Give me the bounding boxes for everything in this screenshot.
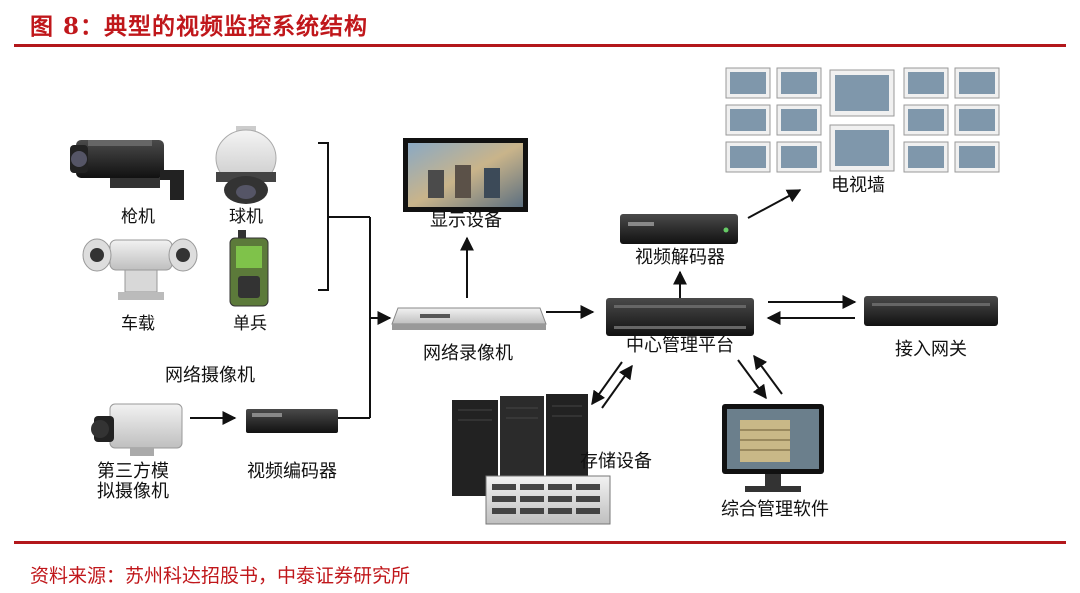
source-note: 资料来源：苏州科达招股书，中泰证券研究所 <box>30 565 411 587</box>
central-platform-icon <box>606 298 754 336</box>
platform-to-software-arrow <box>737 359 767 400</box>
display-device-icon <box>403 138 528 212</box>
decoder-to-tvwall-arrow <box>747 189 802 219</box>
storage-icon <box>452 394 611 525</box>
figure-title: 图 8：典型的视频监控系统结构 <box>30 13 369 40</box>
top-divider <box>14 44 1066 47</box>
storage-to-platform-arrow <box>601 364 633 409</box>
storage-label: 存储设备 <box>580 451 652 472</box>
access-gateway-label: 接入网关 <box>895 339 967 360</box>
bottom-divider <box>14 541 1066 544</box>
platform-to-storage-arrow <box>591 361 623 406</box>
gun-camera-icon <box>70 140 184 200</box>
analog-camera-icon <box>91 403 183 456</box>
display-device-label: 显示设备 <box>430 210 502 231</box>
video-encoder-icon <box>246 409 338 433</box>
access-gateway-icon <box>864 296 998 326</box>
dome-camera-icon <box>215 126 277 204</box>
camera-group-bracket <box>318 142 329 291</box>
gun-camera-label: 枪机 <box>121 207 155 227</box>
nvr-icon <box>391 307 547 330</box>
central-platform-label: 中心管理平台 <box>626 335 734 356</box>
management-software-label: 综合管理软件 <box>721 499 829 520</box>
vehicle-camera-icon <box>82 238 198 300</box>
tv-wall-label: 电视墙 <box>831 175 885 196</box>
video-decoder-label: 视频解码器 <box>635 247 725 268</box>
video-encoder-label: 视频编码器 <box>247 461 337 482</box>
tv-wall-icon <box>725 67 1000 173</box>
nvr-label: 网络录像机 <box>423 343 513 364</box>
software-to-platform-arrow <box>753 354 783 395</box>
dome-camera-label: 球机 <box>229 207 263 227</box>
body-camera-label: 单兵 <box>233 314 267 334</box>
vehicle-camera-label: 车载 <box>121 314 155 334</box>
analog-camera-label: 第三方模 拟摄像机 <box>97 461 169 502</box>
video-decoder-icon <box>620 214 738 244</box>
management-software-icon <box>722 404 824 492</box>
body-camera-icon <box>229 230 269 307</box>
network-camera-label: 网络摄像机 <box>165 365 255 386</box>
